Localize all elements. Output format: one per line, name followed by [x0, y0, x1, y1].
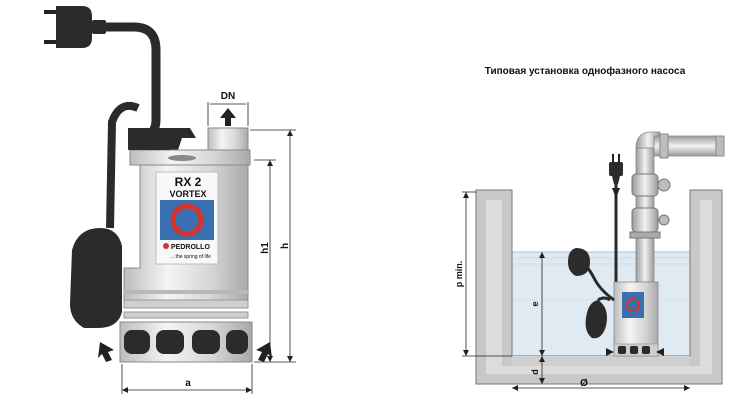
inlet-arrow-right-icon: [256, 342, 272, 362]
inlet-arrow-left-icon: [98, 342, 114, 362]
dn-label: DN: [221, 91, 235, 102]
outlet-arrow-icon: [220, 108, 236, 126]
float-switch: [70, 228, 122, 328]
model-line1: RX 2: [175, 175, 202, 189]
power-plug-icon: [609, 154, 623, 184]
power-plug-icon: [44, 6, 106, 48]
installation-title: Типовая установка однофазного насоса: [485, 65, 686, 77]
pedrollo-logo: RX 2 VORTEX PEDROLLO ... the spring of l…: [155, 171, 219, 265]
diameter-label: Ø: [580, 378, 588, 389]
d-label: d: [530, 369, 540, 375]
a-label: a: [185, 378, 191, 389]
inlet-opening: [156, 330, 184, 354]
p-min-label: p min.: [454, 261, 464, 288]
inlet-opening: [192, 330, 220, 354]
logo-swirl-icon: [170, 203, 204, 237]
cable-arrow-icon: [612, 188, 620, 198]
inlet-opening: [124, 330, 150, 354]
model-line2: VORTEX: [169, 189, 206, 199]
h1-label: h1: [260, 242, 271, 254]
float-switch-down: [585, 300, 607, 339]
float-cable: [106, 101, 140, 229]
installation-diagram: Типовая установка однофазного насоса: [454, 65, 725, 391]
check-valve: [631, 173, 659, 197]
e-label: e: [530, 301, 540, 306]
h-label: h: [280, 243, 291, 249]
pump-front-view: RX 2 VORTEX PEDROLLO ... the spring of l…: [44, 6, 296, 394]
inlet-arrow-icon: [656, 348, 664, 356]
brand-tagline: ... the spring of life: [170, 254, 211, 260]
inlet-opening: [226, 330, 248, 354]
brand-name: PEDROLLO: [171, 244, 210, 251]
gate-valve: [631, 207, 659, 233]
float-switch-up: [568, 248, 590, 276]
